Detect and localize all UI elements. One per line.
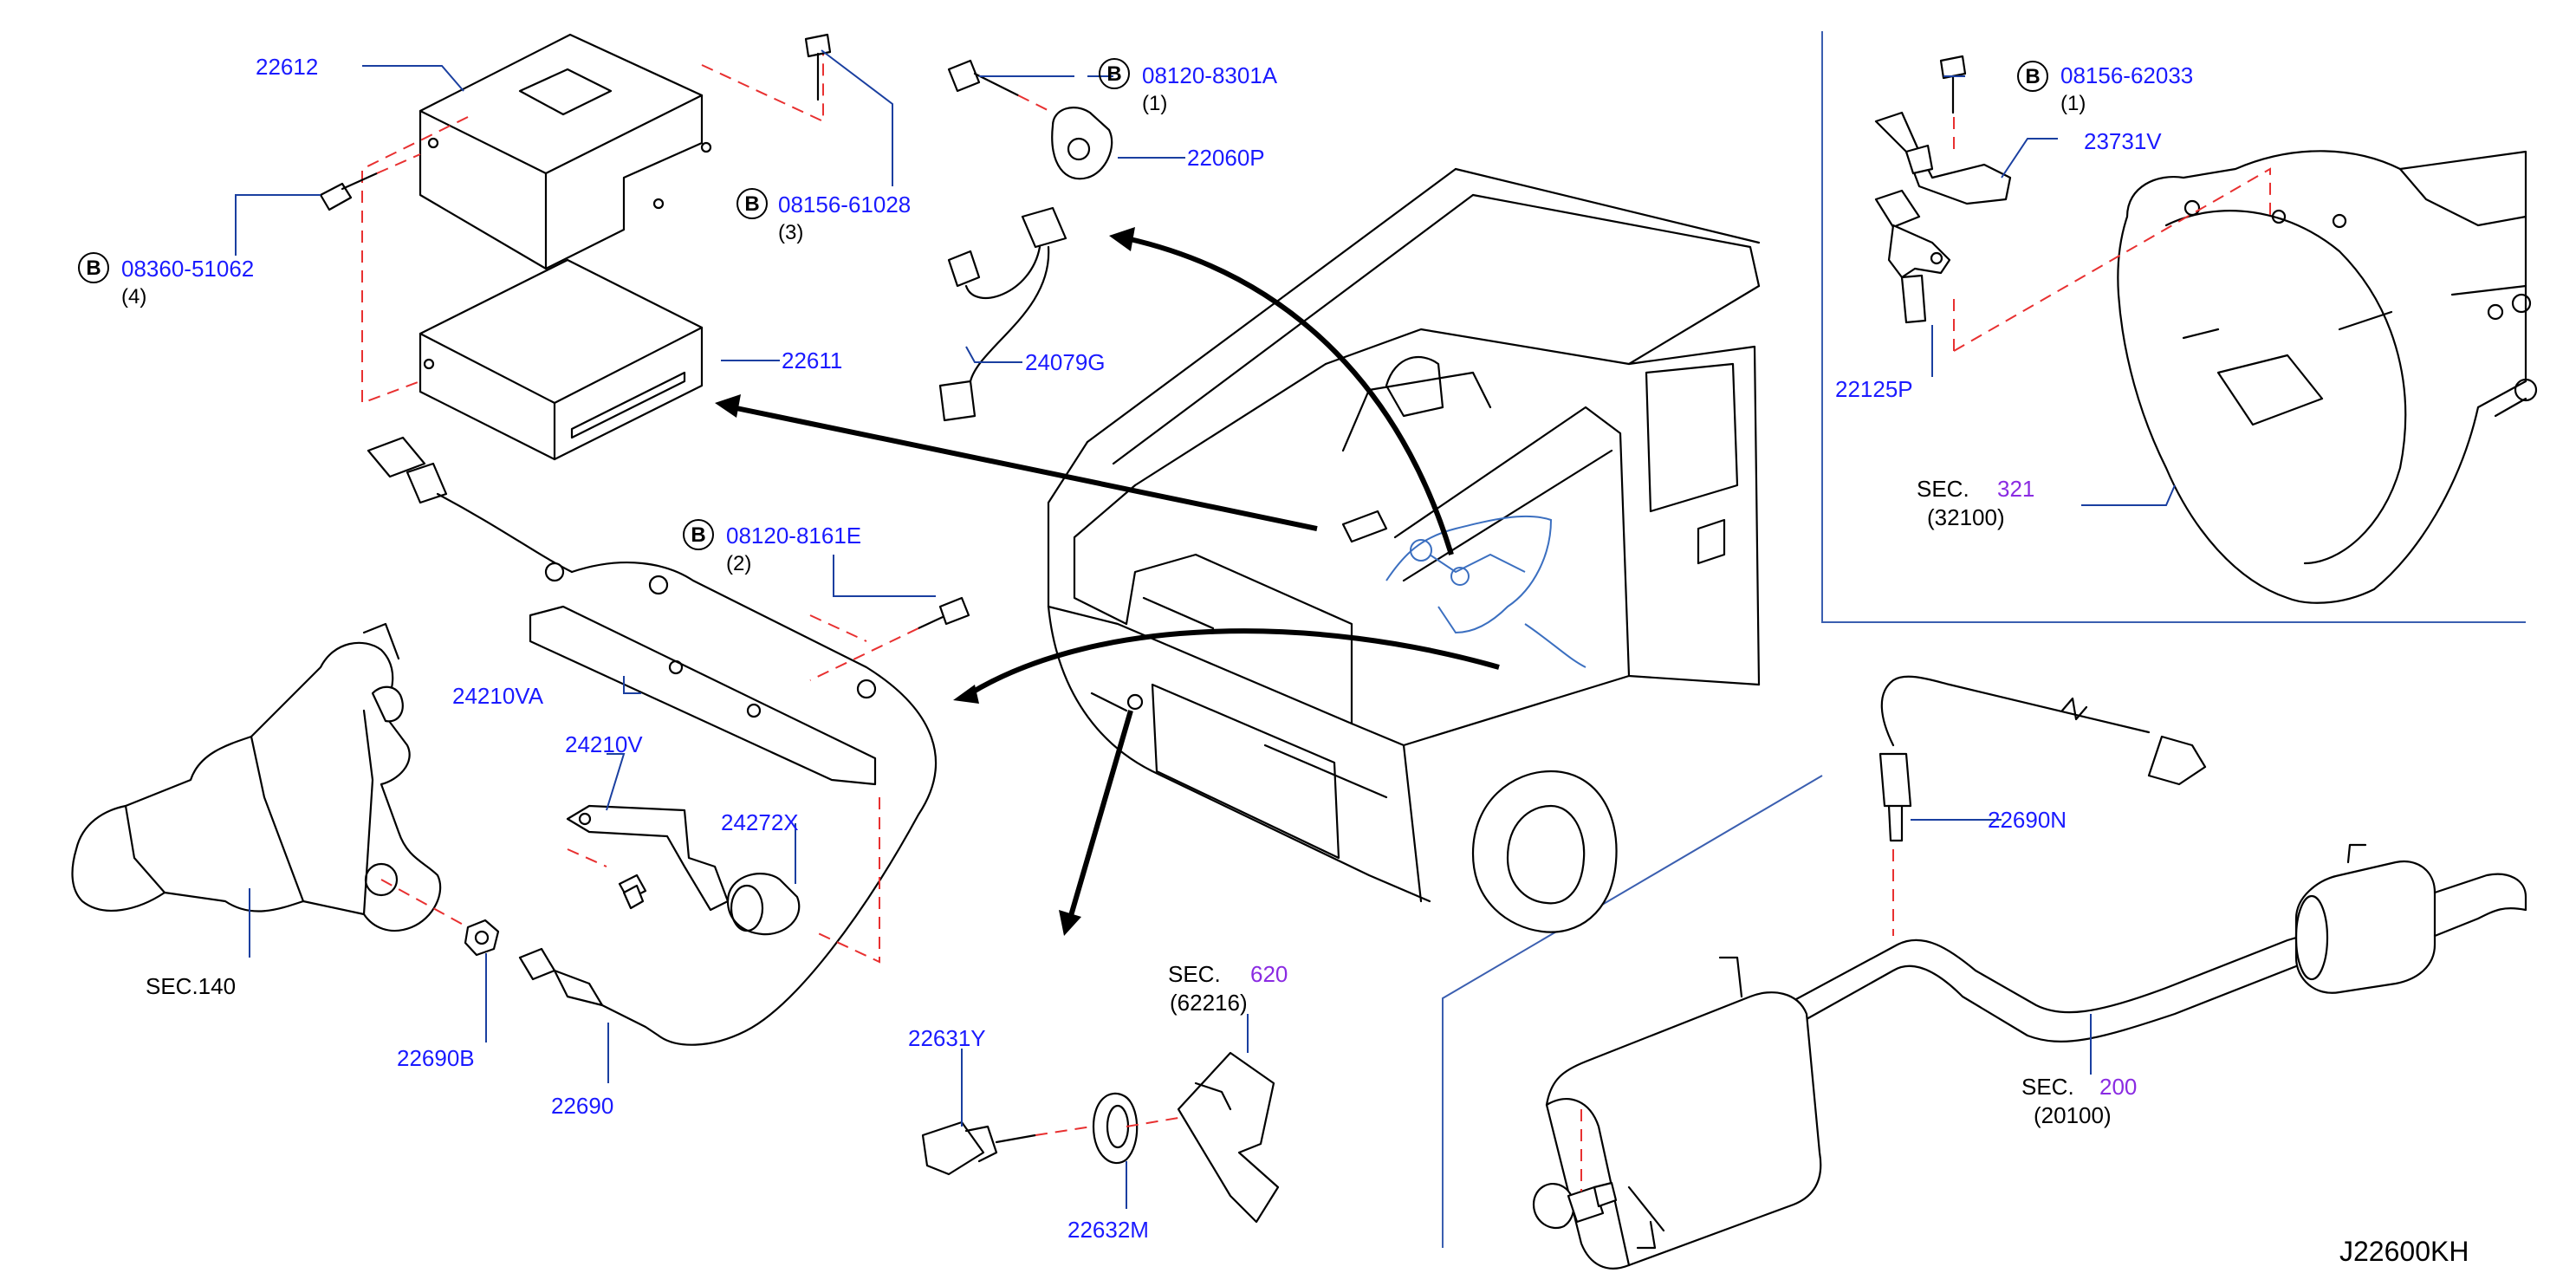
- part-label-08120-8161E[interactable]: 08120-8161E: [726, 523, 861, 549]
- section-number-620[interactable]: 620: [1250, 961, 1288, 987]
- part-label-24272X[interactable]: 24272X: [721, 809, 799, 835]
- section-label-140[interactable]: SEC.140: [146, 973, 236, 999]
- part-label-08156-62033[interactable]: 08156-62033: [2060, 62, 2193, 88]
- part-label-22690N[interactable]: 22690N: [1988, 807, 2067, 833]
- bolt-24210V[interactable]: [618, 874, 647, 910]
- part-label-22125P[interactable]: 22125P: [1835, 376, 1913, 402]
- knock-sensor[interactable]: [947, 59, 1113, 180]
- bolt-marker-08156-61028: B: [736, 188, 768, 219]
- section-word-321: SEC.: [1917, 476, 1969, 502]
- sensor-22631Y[interactable]: [921, 1120, 1093, 1176]
- part-label-22690[interactable]: 22690: [551, 1093, 613, 1119]
- svg-text:B: B: [691, 523, 705, 547]
- engine-wiring: [1341, 510, 1586, 668]
- section-sub-20100: (20100): [2034, 1102, 2112, 1128]
- bracket-24210V[interactable]: [566, 804, 730, 912]
- bolt-marker-08120-8161E: B: [683, 519, 714, 550]
- part-label-22612[interactable]: 22612: [256, 54, 318, 80]
- part-label-08156-61028[interactable]: 08156-61028: [778, 192, 911, 218]
- ecm-dashed-guides: [361, 52, 824, 405]
- qty-label-08156-61028: (3): [778, 221, 803, 244]
- section-number-200[interactable]: 200: [2099, 1074, 2137, 1100]
- part-label-08120-8301A[interactable]: 08120-8301A: [1142, 62, 1278, 88]
- transmission-housing: [2117, 150, 2538, 604]
- sub-muffler[interactable]: [2294, 843, 2527, 994]
- part-label-24210V[interactable]: 24210V: [565, 731, 643, 757]
- knock-sensor-harness[interactable]: [938, 206, 1067, 422]
- bolt-marker-08360: B: [78, 252, 109, 283]
- section-word-620: SEC.: [1168, 961, 1221, 987]
- ecm-cover[interactable]: [419, 33, 712, 270]
- bolt-marker-08156-62033: B: [2017, 61, 2048, 92]
- qty-label-08156-62033: (1): [2060, 92, 2086, 115]
- section-sub-32100: (32100): [1927, 504, 2005, 530]
- bracket-sec620: [1177, 1051, 1280, 1224]
- section-dividers: [1442, 31, 2526, 1248]
- bolt-marker-08120-8301A: B: [1099, 58, 1130, 89]
- part-label-22631Y[interactable]: 22631Y: [908, 1025, 986, 1051]
- grommet-22632M[interactable]: [1092, 1092, 1179, 1165]
- grommet-24272X[interactable]: [726, 797, 880, 964]
- vehicle-body: [1047, 167, 1761, 933]
- part-label-22632M[interactable]: 22632M: [1067, 1217, 1149, 1243]
- leader-lines: [235, 49, 2176, 1209]
- section-number-321[interactable]: 321: [1997, 476, 2034, 502]
- bolt-08360-51062[interactable]: [319, 153, 421, 211]
- svg-text:B: B: [2025, 65, 2040, 88]
- qty-label-08120-8301A: (1): [1142, 92, 1167, 115]
- bolt-08156-62033[interactable]: [1939, 55, 1967, 114]
- exhaust-manifold[interactable]: [71, 622, 442, 932]
- qty-label-08360-51062: (4): [121, 285, 146, 309]
- main-muffler[interactable]: [1532, 991, 1822, 1270]
- qty-label-08120-8161E: (2): [726, 552, 751, 575]
- nut-22690B[interactable]: [380, 879, 500, 957]
- part-label-23731V[interactable]: 23731V: [2084, 128, 2162, 154]
- part-label-22690B[interactable]: 22690B: [397, 1045, 475, 1071]
- ecm-unit[interactable]: [419, 258, 704, 461]
- location-arrows: [715, 227, 1500, 936]
- crank-sensor-dashes: [1953, 117, 2271, 352]
- section-word-200: SEC.: [2021, 1074, 2074, 1100]
- bolt-08156-61028[interactable]: [804, 33, 832, 101]
- svg-text:B: B: [1106, 62, 1121, 86]
- part-label-24210VA[interactable]: 24210VA: [452, 683, 544, 709]
- svg-text:B: B: [86, 257, 101, 280]
- part-label-22060P[interactable]: 22060P: [1187, 145, 1265, 171]
- bolt-08120-8161E[interactable]: [809, 596, 970, 681]
- svg-text:B: B: [744, 192, 759, 216]
- exhaust-pipe[interactable]: [1718, 934, 2354, 1042]
- bracket-24210VA[interactable]: [529, 605, 877, 786]
- o2-sensor-22690N[interactable]: [1878, 675, 2207, 936]
- o2-sensor-harness[interactable]: [367, 436, 938, 1046]
- diagram-reference-id: J22600KH: [2339, 1236, 2469, 1267]
- o2-sensor-22690[interactable]: [518, 947, 660, 1037]
- section-sub-62216: (62216): [1170, 990, 1248, 1016]
- sensor-22125P[interactable]: [1874, 189, 1951, 324]
- part-label-22611[interactable]: 22611: [782, 347, 842, 373]
- part-label-08360-51062[interactable]: 08360-51062: [121, 256, 254, 282]
- bracket-23731V[interactable]: [1874, 111, 2012, 205]
- part-label-24079G[interactable]: 24079G: [1025, 349, 1106, 375]
